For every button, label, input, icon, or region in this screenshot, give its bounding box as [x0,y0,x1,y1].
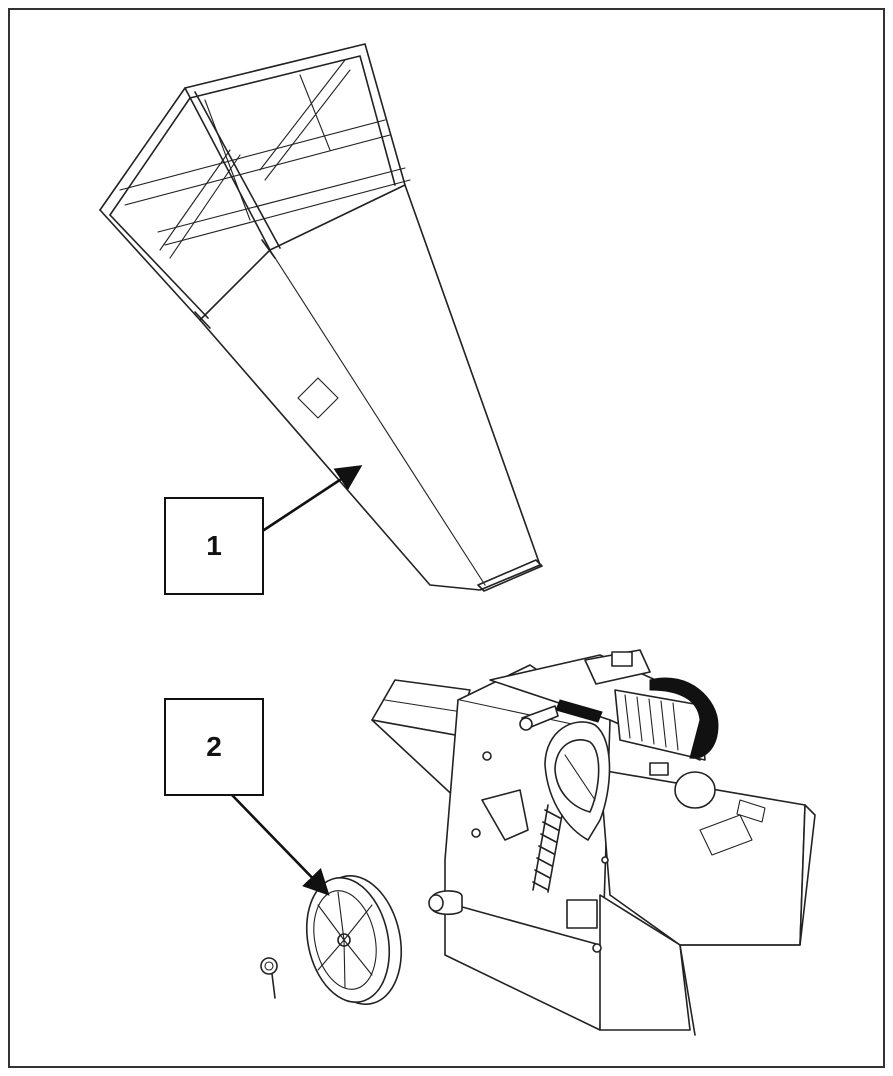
chipper-body [371,649,816,1036]
callout-box-2: 2 [164,698,264,796]
callout-label-2: 2 [206,731,222,762]
arrow-2 [230,793,330,896]
arrow-1 [262,465,363,532]
callout-box-1: 1 [164,497,264,595]
pulley-part [260,875,403,1005]
callout-label-1: 1 [206,530,222,561]
hopper-chute-part [99,43,543,592]
